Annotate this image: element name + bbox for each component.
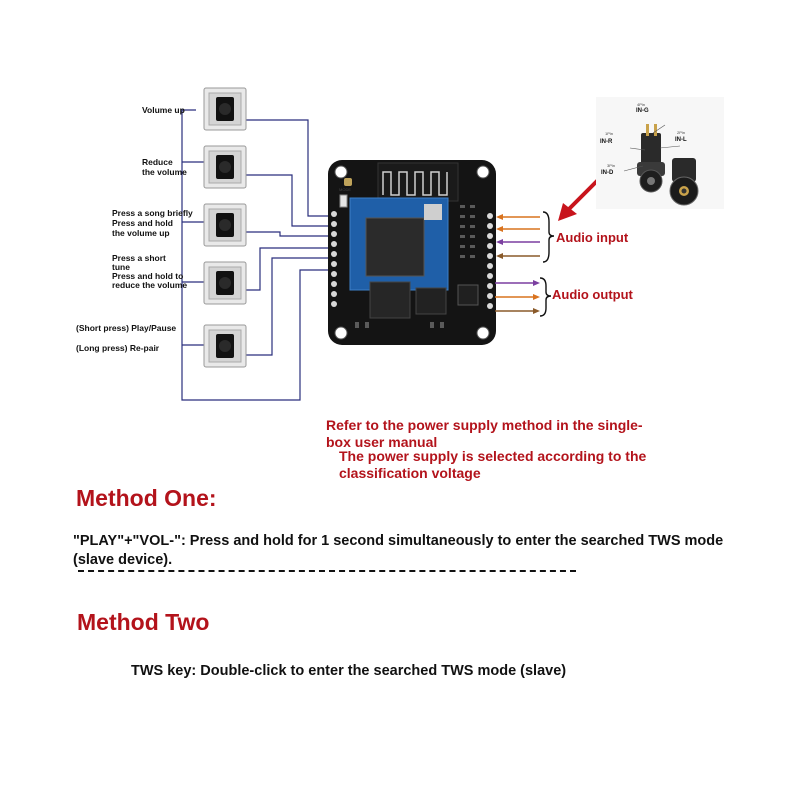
audio-output-brace xyxy=(539,277,552,317)
tact-switch-prev-song xyxy=(203,261,247,305)
wire-next-song xyxy=(246,231,332,237)
method-one-heading: Method One: xyxy=(76,485,217,511)
audio-output-label: Audio output xyxy=(552,287,633,302)
audio-input-label: Audio input xyxy=(556,230,629,245)
method-two-text: TWS key: Double-click to enter the searc… xyxy=(131,663,567,679)
jack-pin-3-name: IN-D xyxy=(601,170,614,176)
jack-pin-3-num: 3Pin xyxy=(607,163,616,168)
tact-switch-reduce-volume xyxy=(203,145,247,189)
label-reduce-volume: Reduce the volume xyxy=(142,157,187,177)
button-wires xyxy=(181,109,332,401)
audio-output-arrows xyxy=(495,280,540,314)
tact-switch-next-song xyxy=(203,203,247,247)
audio-jack-photo xyxy=(596,97,724,209)
wire-prev-song xyxy=(246,247,332,291)
wire-play-pause xyxy=(246,257,332,356)
jack-pin-4-name: IN-G xyxy=(636,108,649,114)
jack-pin-1-num: 1Pin xyxy=(605,131,614,136)
jack-pin-2-name: IN-L xyxy=(675,137,687,143)
board-mode-label: MODE xyxy=(339,187,351,192)
label-play-pause: (Short press) Play/Pause (Long press) Re… xyxy=(76,323,177,353)
audio-input-brace xyxy=(542,211,555,263)
power-note-2: The power supply is selected according t… xyxy=(339,448,647,481)
tact-switch-play-pause xyxy=(203,324,247,368)
wire-common-ground xyxy=(181,109,332,401)
bluetooth-board xyxy=(328,160,496,345)
jack-pin-2-num: 2Pin xyxy=(677,130,686,135)
power-note-1: Refer to the power supply method in the … xyxy=(326,417,643,450)
label-next-song: Press a song briefly Press and hold the … xyxy=(112,208,193,238)
label-prev-song: Press a short tune Press and hold to red… xyxy=(112,253,188,290)
jack-pointer-arrow xyxy=(558,176,602,221)
wire-reduce-volume xyxy=(246,174,332,227)
wire-volume-up xyxy=(246,119,332,217)
method-one-text: "PLAY"+"VOL-": Press and hold for 1 seco… xyxy=(73,533,724,568)
jack-pin-1-name: IN-R xyxy=(600,139,613,145)
jack-pin-4-num: 4Pin xyxy=(637,102,646,107)
method-two-heading: Method Two xyxy=(77,609,210,635)
method-one-divider xyxy=(78,570,576,572)
audio-input-arrows xyxy=(496,214,540,259)
tact-switch-volume-up xyxy=(203,87,247,131)
label-volume-up: Volume up xyxy=(142,105,185,115)
